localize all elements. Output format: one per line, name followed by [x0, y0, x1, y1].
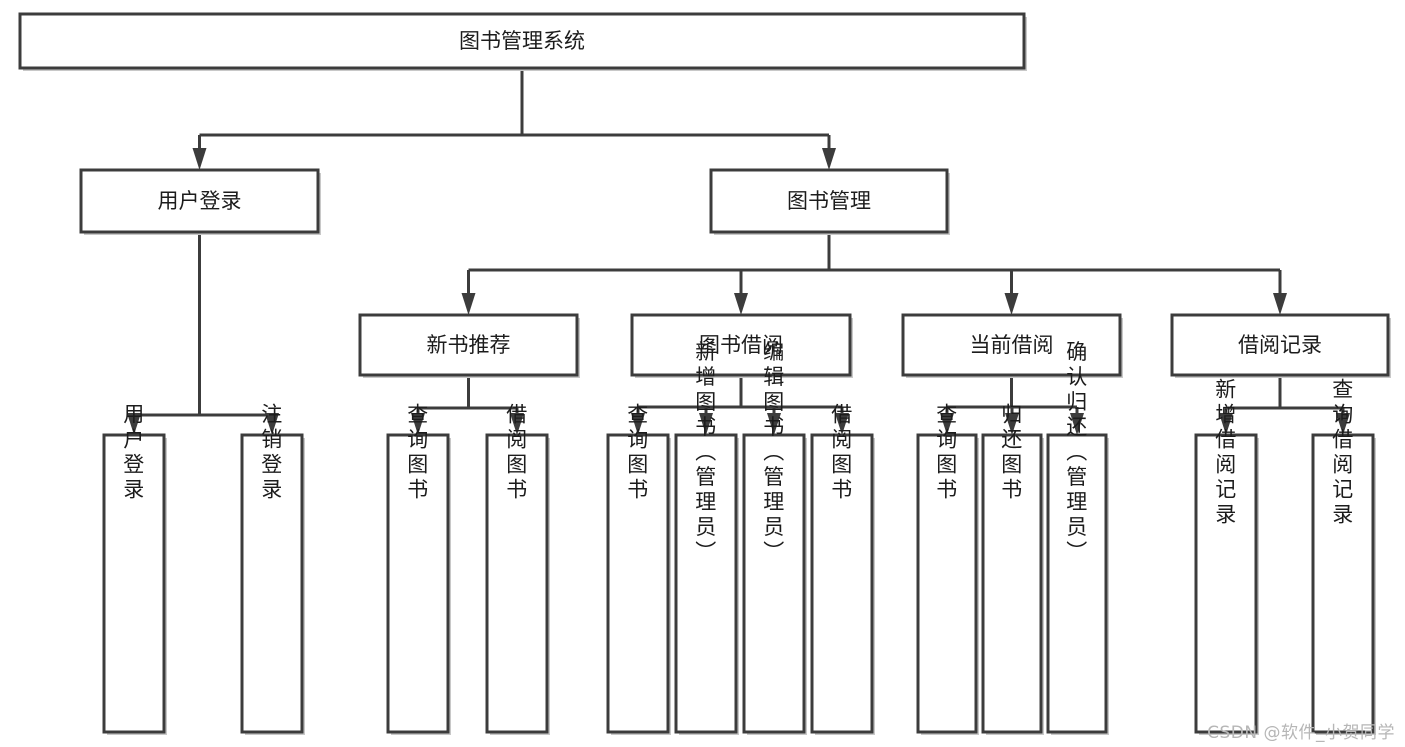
- node-leaf-borrow-query[interactable]: 查询图书: [606, 403, 671, 735]
- arrow-head-icon: [699, 413, 713, 435]
- node-box[interactable]: [102, 433, 166, 734]
- node-leaf-cur-query[interactable]: 查询图书: [916, 403, 979, 735]
- node-label: 新增借阅记录: [1213, 378, 1237, 528]
- arrow-head-icon: [1336, 413, 1350, 435]
- node-leaf-borrow-edit[interactable]: 编辑图书（管理员）: [742, 341, 807, 736]
- node-box[interactable]: [18, 12, 1026, 70]
- arrow-head-icon: [940, 413, 954, 435]
- node-label: 用户登录: [158, 189, 242, 213]
- node-root[interactable]: 图书管理系统: [18, 12, 1027, 71]
- node-label: 图书管理系统: [459, 29, 585, 53]
- node-box[interactable]: [709, 168, 949, 234]
- arrow-head-icon: [1005, 413, 1019, 435]
- node-label: 借阅图书: [504, 403, 528, 503]
- node-borrow-record[interactable]: 借阅记录: [1170, 313, 1391, 378]
- node-box[interactable]: [742, 433, 806, 734]
- node-label: 查询图书: [934, 403, 958, 503]
- node-label: 图书管理: [787, 189, 871, 213]
- edge-group-book-borrow: [631, 375, 849, 435]
- node-box[interactable]: [810, 433, 874, 734]
- arrow-head-icon: [192, 148, 207, 170]
- node-box[interactable]: [79, 168, 320, 234]
- node-box[interactable]: [630, 313, 852, 377]
- arrow-head-icon: [461, 293, 476, 315]
- node-box[interactable]: [606, 433, 670, 734]
- node-label: 借阅图书: [829, 403, 853, 503]
- node-box[interactable]: [1194, 433, 1258, 734]
- node-book-manage[interactable]: 图书管理: [709, 168, 950, 235]
- node-label: 新增图书（管理员）: [693, 341, 717, 566]
- node-box[interactable]: [901, 313, 1122, 377]
- node-new-book-rec[interactable]: 新书推荐: [358, 313, 580, 378]
- edge-group-current-borrow: [940, 375, 1084, 435]
- arrow-head-icon: [835, 413, 849, 435]
- edge-group-borrow-record: [1219, 375, 1350, 435]
- arrow-head-icon: [1273, 293, 1287, 315]
- node-box[interactable]: [1046, 433, 1108, 734]
- node-label: 图书借阅: [699, 333, 783, 357]
- node-label: 查询借阅记录: [1330, 378, 1354, 528]
- node-leaf-rec-search[interactable]: 查询借阅记录: [1311, 378, 1376, 735]
- node-leaf-rec-add[interactable]: 新增借阅记录: [1194, 378, 1259, 735]
- arrow-head-icon: [631, 413, 645, 435]
- arrow-head-icon: [265, 413, 279, 435]
- node-label: 查询图书: [625, 403, 649, 503]
- arrow-head-icon: [767, 413, 781, 435]
- arrow-head-icon: [510, 413, 524, 435]
- node-box[interactable]: [674, 433, 738, 734]
- arrow-head-icon: [411, 413, 425, 435]
- node-label: 编辑图书（管理员）: [761, 341, 785, 566]
- node-leaf-borrow-add[interactable]: 新增图书（管理员）: [674, 341, 739, 736]
- node-leaf-cur-confirm[interactable]: 确认归还（管理员）: [1046, 341, 1109, 736]
- arrow-head-icon: [734, 293, 748, 315]
- arrow-head-icon: [127, 413, 141, 435]
- node-label: 确认归还（管理员）: [1064, 341, 1088, 566]
- arrow-head-icon: [1070, 413, 1084, 435]
- node-label: 用户登录: [121, 403, 145, 503]
- watermark-text: CSDN @软件_小贺同学: [1207, 723, 1395, 743]
- edge-group-root: [192, 68, 836, 170]
- node-label: 归还图书: [999, 403, 1023, 503]
- node-label: 查询图书: [405, 403, 429, 503]
- node-user-login[interactable]: 用户登录: [79, 168, 321, 235]
- node-box[interactable]: [358, 313, 579, 377]
- node-leaf-rec-borrow[interactable]: 借阅图书: [485, 403, 550, 735]
- edge-group-user-login: [127, 232, 279, 435]
- node-box[interactable]: [386, 433, 450, 734]
- nodes-layer: 图书管理系统用户登录图书管理新书推荐图书借阅当前借阅借阅记录用户登录注销登录查询…: [18, 12, 1391, 736]
- node-current-borrow[interactable]: 当前借阅: [901, 313, 1123, 378]
- node-label: 借阅记录: [1238, 333, 1322, 357]
- node-label: 当前借阅: [970, 333, 1054, 357]
- node-label: 新书推荐: [427, 333, 511, 357]
- node-box[interactable]: [981, 433, 1043, 734]
- arrow-head-icon: [1004, 293, 1019, 315]
- node-box[interactable]: [485, 433, 549, 734]
- node-box[interactable]: [1170, 313, 1390, 377]
- node-book-borrow[interactable]: 图书借阅: [630, 313, 853, 378]
- node-leaf-rec-query[interactable]: 查询图书: [386, 403, 451, 735]
- node-leaf-borrow-lend[interactable]: 借阅图书: [810, 403, 875, 735]
- node-label: 注销登录: [259, 403, 283, 503]
- edge-group-book-manage: [461, 232, 1287, 315]
- edges-layer: [127, 68, 1350, 435]
- node-leaf-user-login[interactable]: 用户登录: [102, 403, 167, 735]
- arrow-head-icon: [822, 148, 836, 170]
- arrow-head-icon: [1219, 413, 1233, 435]
- node-box[interactable]: [240, 433, 304, 734]
- edge-group-new-book-rec: [411, 375, 524, 435]
- node-leaf-user-logout[interactable]: 注销登录: [240, 403, 305, 735]
- node-leaf-cur-return[interactable]: 归还图书: [981, 403, 1044, 735]
- node-box[interactable]: [916, 433, 978, 734]
- node-box[interactable]: [1311, 433, 1375, 734]
